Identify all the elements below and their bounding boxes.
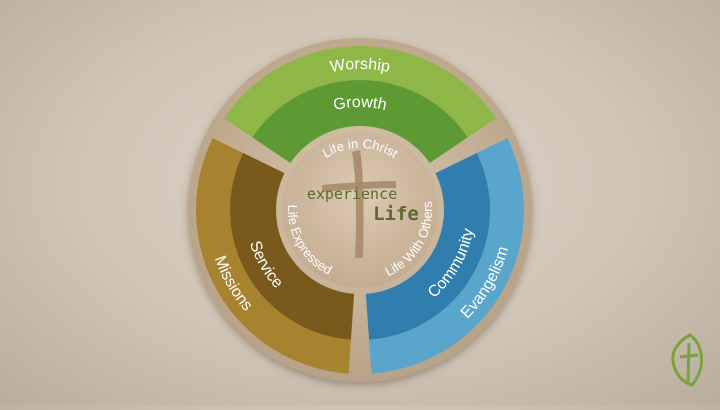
label-middle-green: Growth — [332, 94, 388, 114]
segment-outer-blue — [369, 138, 524, 374]
experience-wordmark: experience — [307, 185, 397, 203]
segment-outer-green — [224, 45, 496, 138]
cross-icon — [322, 150, 396, 258]
segment-middle-green — [252, 80, 468, 164]
leaf-cross-logo-icon — [671, 333, 703, 387]
life-wordmark: Life — [373, 203, 419, 225]
segment-middle-blue — [365, 153, 490, 340]
segment-middle-brown — [229, 153, 355, 340]
segment-outer-brown — [196, 138, 351, 374]
